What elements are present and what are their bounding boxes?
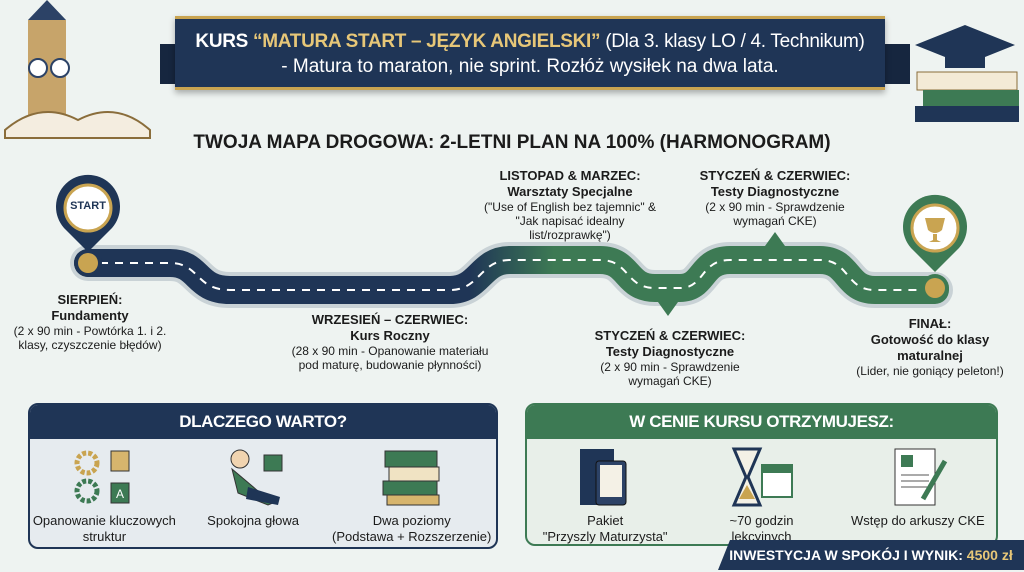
header-banner: KURS “MATURA START – JĘZYK ANGIELSKI” (D… [175, 16, 885, 90]
milestone-name: Fundamenty [51, 308, 129, 323]
milestone-name: Gotowość do klasy maturalnej [870, 332, 990, 363]
svg-text:A: A [116, 487, 124, 501]
investment-price: 4500 zł [966, 547, 1013, 563]
milestone-name: Kurs Roczny [350, 328, 430, 343]
start-pin [56, 174, 120, 277]
milestone-desc: (2 x 90 min - Sprawdzenie wymagań CKE) [600, 360, 740, 388]
exam-sheet-icon [894, 448, 947, 506]
milestone-name: Testy Diagnostyczne [710, 184, 840, 199]
milestone-name: Warsztaty Specjalne [507, 184, 633, 199]
big-ben-book-icon [4, 0, 151, 139]
tagline: - Matura to maraton, nie sprint. Rozłóż … [281, 56, 779, 77]
milestone-name: Testy Diagnostyczne [605, 344, 735, 359]
milestone-desc: ("Use of English bez tajemnic" & "Jak na… [484, 200, 656, 242]
milestone-period: WRZESIEŃ – CZERWIEC: [311, 312, 469, 327]
includes-item: Wstęp do arkuszy CKE [843, 447, 993, 544]
milestone-warsztaty: LISTOPAD & MARZEC:Warsztaty Specjalne("U… [480, 168, 660, 242]
relaxed-reader-icon [230, 449, 283, 506]
investment-label: INWESTYCJA W SPOKÓJ I WYNIK: [729, 547, 963, 563]
why-item: Dwa poziomy (Podstawa + Rozszerzenie) [327, 447, 496, 545]
item-label: Opanowanie kluczowych struktur [32, 513, 176, 544]
roadmap-title: TWOJA MAPA DROGOWA: 2-LETNI PLAN NA 100%… [193, 132, 831, 153]
why-title: DLACZEGO WARTO? [30, 405, 496, 439]
milestone-period: SIERPIEŃ: [57, 292, 123, 307]
callout-pointer-up [765, 232, 785, 246]
roadmap-road [56, 174, 967, 316]
milestone-testy-1: STYCZEŃ & CZERWIEC:Testy Diagnostyczne(2… [690, 168, 860, 228]
milestone-desc: (Lider, nie goniący peleton!) [856, 364, 1004, 378]
item-label: Wstęp do arkuszy CKE [850, 513, 985, 528]
banner-kurs: KURS [195, 31, 249, 52]
graduation-cap-books-icon [915, 25, 1019, 122]
milestone-final: FINAŁ:Gotowość do klasy maturalnej(Lider… [850, 316, 1010, 378]
milestone-period: LISTOPAD & MARZEC: [499, 168, 641, 183]
milestone-period: STYCZEŃ & CZERWIEC: [699, 168, 851, 183]
course-name: “MATURA START – JĘZYK ANGIELSKI” [253, 31, 601, 52]
binder-tablet-icon [580, 449, 627, 506]
item-label: Pakiet [587, 513, 624, 528]
milestone-sierpien: SIERPIEŃ:Fundamenty(2 x 90 min - Powtórk… [10, 292, 170, 352]
item-sub: "Przyszly Maturzysta" [542, 529, 668, 544]
audience: (Dla 3. klasy LO / 4. Technikum) [605, 31, 865, 52]
milestone-desc: (2 x 90 min - Powtórka 1. i 2. klasy, cz… [13, 324, 167, 352]
includes-item: ~70 godzin lekcyjnych [686, 447, 836, 544]
includes-title: W CENIE KURSU OTRZYMUJESZ: [527, 405, 996, 439]
finish-pin [902, 194, 967, 302]
trophy-icon [925, 218, 945, 242]
hourglass-calendar-icon [732, 447, 794, 507]
item-sub: (Podstawa + Rozszerzenie) [332, 529, 492, 544]
milestone-testy-2: STYCZEŃ & CZERWIEC:Testy Diagnostyczne(2… [590, 328, 750, 388]
item-label: ~70 godzin [729, 513, 794, 528]
start-label: START [70, 200, 106, 212]
item-label: Spokojna głowa [207, 513, 299, 528]
includes-panel: W CENIE KURSU OTRZYMUJESZ: Pakiet "Przys… [525, 403, 998, 546]
includes-item: Pakiet "Przyszly Maturzysta" [530, 447, 680, 544]
why-item: A Opanowanie kluczowych struktur [30, 447, 179, 545]
milestone-desc: (28 x 90 min - Opanowanie materiału pod … [291, 344, 489, 372]
milestone-desc: (2 x 90 min - Sprawdzenie wymagań CKE) [705, 200, 845, 228]
milestone-kurs-roczny: WRZESIEŃ – CZERWIEC:Kurs Roczny(28 x 90 … [290, 312, 490, 372]
why-panel: DLACZEGO WARTO? A Opanowanie kluczowych … [28, 403, 498, 549]
milestone-period: FINAŁ: [908, 316, 952, 331]
why-item: Spokojna głowa [179, 447, 328, 545]
item-label: Dwa poziomy [372, 513, 451, 528]
gears-translate-icon: A [74, 450, 130, 504]
books-stack-icon [382, 450, 440, 506]
milestone-period: STYCZEŃ & CZERWIEC: [594, 328, 746, 343]
callout-pointer-down [658, 302, 678, 316]
investment-banner: INWESTYCJA W SPOKÓJ I WYNIK: 4500 zł [718, 540, 1024, 570]
